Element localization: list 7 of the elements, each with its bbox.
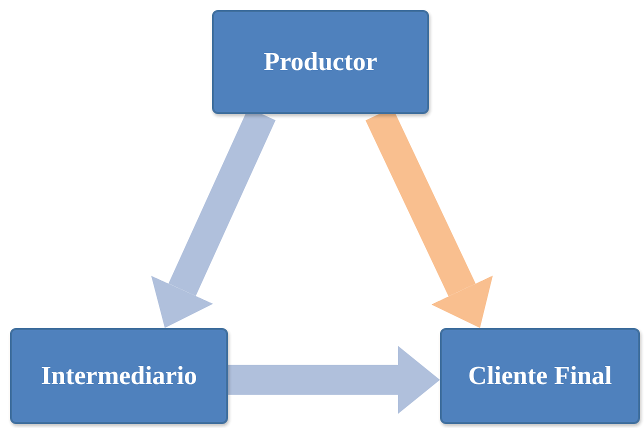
box-label: Cliente Final bbox=[468, 361, 612, 391]
box-label: Productor bbox=[264, 47, 378, 77]
box-label: Intermediario bbox=[41, 361, 197, 391]
process-box bbox=[440, 328, 640, 424]
block-arrow bbox=[228, 346, 440, 414]
process-box bbox=[10, 328, 228, 424]
process-box bbox=[212, 10, 429, 114]
